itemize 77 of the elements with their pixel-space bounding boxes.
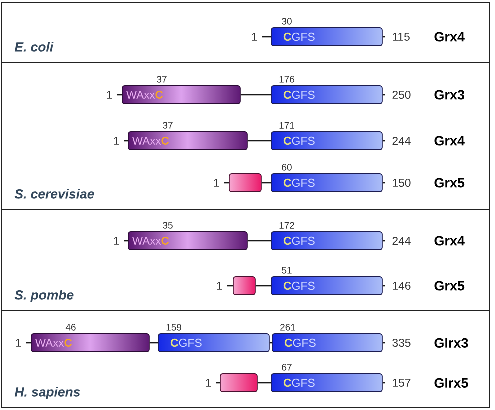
domain-box: WAxxC xyxy=(122,86,241,104)
linker-line xyxy=(224,182,229,184)
domain-box: CGFS xyxy=(271,374,383,392)
protein-name: Grx5 xyxy=(434,281,465,291)
residue-number: 150 xyxy=(393,178,411,188)
protein-name: Grx3 xyxy=(434,90,464,100)
linker-line xyxy=(248,240,271,242)
residue-number: 1 xyxy=(214,179,220,187)
residue-number: 1 xyxy=(252,33,258,41)
linker-line xyxy=(382,342,385,344)
residue-number: 335 xyxy=(392,338,411,348)
linker-line xyxy=(256,285,271,287)
position-number: 51 xyxy=(282,267,292,274)
residue-number: 1 xyxy=(114,137,120,145)
linker-line xyxy=(382,285,385,287)
linker-line xyxy=(382,382,385,384)
linker-line xyxy=(117,94,122,96)
linker-line xyxy=(227,285,233,287)
position-number: 46 xyxy=(66,324,76,331)
linker-line xyxy=(262,182,271,184)
residue-number: 157 xyxy=(393,379,411,387)
protein-name: Grx4 xyxy=(434,236,465,246)
protein-name: Glrx3 xyxy=(434,338,468,348)
domain-box: WAxxC xyxy=(128,232,248,250)
domain-box: CGFS xyxy=(271,28,383,46)
position-number: 172 xyxy=(280,222,294,229)
residue-number: 146 xyxy=(393,282,411,290)
linker-line xyxy=(270,342,272,344)
position-number: 35 xyxy=(163,222,173,229)
linker-line xyxy=(382,240,385,242)
domain-box xyxy=(229,174,262,192)
position-number: 37 xyxy=(157,76,167,83)
protein-name: Grx4 xyxy=(434,32,465,42)
domain-box xyxy=(220,374,258,392)
domain-box: CGFS xyxy=(271,132,383,150)
domain-box: CGFS xyxy=(271,232,383,250)
position-number: 261 xyxy=(280,324,296,331)
position-number: 176 xyxy=(280,76,294,83)
domain-box: CGFS xyxy=(272,334,383,352)
residue-number: 1 xyxy=(16,339,22,347)
domain-box xyxy=(233,276,256,296)
residue-number: 250 xyxy=(392,90,411,100)
domain-box: CGFS xyxy=(271,86,383,104)
position-number: 60 xyxy=(282,164,292,171)
protein-name: Grx4 xyxy=(434,136,465,146)
protein-name: Grx5 xyxy=(434,178,465,188)
residue-number: 244 xyxy=(392,237,411,245)
linker-line xyxy=(382,182,385,184)
position-number: 159 xyxy=(166,324,182,331)
linker-line xyxy=(124,140,128,142)
linker-line xyxy=(258,382,271,384)
position-number: 171 xyxy=(280,122,294,129)
residue-number: 115 xyxy=(393,33,410,41)
domain-box: CGFS xyxy=(158,334,270,352)
position-number: 37 xyxy=(163,122,173,129)
linker-line xyxy=(262,36,271,38)
residue-number: 1 xyxy=(114,237,120,245)
linker-line xyxy=(150,342,158,344)
residue-number: 244 xyxy=(392,137,411,145)
position-number: 30 xyxy=(282,18,292,25)
linker-line xyxy=(26,342,31,344)
domain-box: CGFS xyxy=(271,276,383,296)
linker-line xyxy=(248,140,271,142)
protein-name: Glrx5 xyxy=(434,378,468,388)
linker-line xyxy=(382,94,385,96)
linker-line xyxy=(382,36,385,38)
position-number: 67 xyxy=(282,364,292,371)
linker-line xyxy=(124,240,128,242)
domain-box: WAxxC xyxy=(31,334,150,352)
linker-line xyxy=(216,382,220,384)
residue-number: 1 xyxy=(217,282,222,290)
linker-line xyxy=(382,140,385,142)
domain-box: WAxxC xyxy=(128,132,248,150)
domain-box: CGFS xyxy=(271,174,383,192)
linker-line xyxy=(240,94,271,96)
residue-number: 1 xyxy=(206,379,212,387)
residue-number: 1 xyxy=(107,91,112,99)
